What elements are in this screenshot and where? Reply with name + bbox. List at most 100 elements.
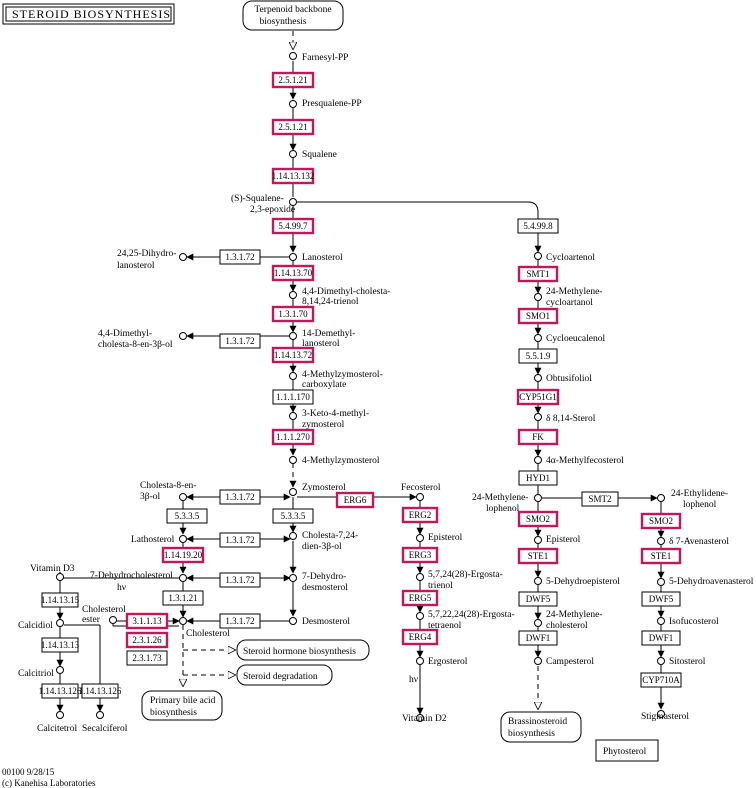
compound-node[interactable] [657,537,665,545]
compound-dimethylcholesta8en-2[interactable]: cholesta-8-en-3β-ol [98,340,173,350]
compound-dihydrolanosterol-1[interactable]: 24,25-Dihydro- [117,249,176,259]
compound-secalciferol[interactable]: Secalciferol [82,723,128,734]
compound-demethyllanosterol-2[interactable]: lanosterol [302,339,340,349]
compound-cycloartenol[interactable]: Cycloartenol [546,253,595,263]
compound-node[interactable] [289,488,297,496]
compound-vitamin-d3[interactable]: Vitamin D3 [30,564,75,574]
enzyme-box-1-3-1-72[interactable]: 1.3.1.72 [219,532,261,548]
enzyme-box-5-4-99-7[interactable]: 5.4.99.7 [271,217,315,235]
compound-farnesyl-pp[interactable]: Farnesyl-PP [302,53,348,63]
compound-node[interactable] [289,532,297,540]
compound-cholesterol-ester-2[interactable]: ester [82,615,101,625]
enzyme-box-ste1[interactable]: STE1 [517,547,559,565]
compound-dimethylcholestatrienol-1[interactable]: 4,4-Dimethyl-cholesta- [302,287,390,297]
compound-avenasterol[interactable]: δ 7-Avenasterol [669,537,729,547]
compound-node[interactable] [657,657,665,665]
compound-sitosterol[interactable]: Sitosterol [669,657,706,667]
compound-squalene-epoxide-1[interactable]: (S)-Squalene- [231,193,284,204]
compound-cholesta724-2[interactable]: dien-3β-ol [302,542,342,552]
compound-calcidiol[interactable]: Calcidiol [18,621,53,631]
compound-node[interactable] [657,617,665,625]
compound-methylzymosterol-carboxylate-2[interactable]: carboxylate [302,380,346,390]
compound-node[interactable] [179,574,187,582]
compound-ergostatrienol-2[interactable]: trienol [428,581,453,591]
compound-node[interactable] [179,493,187,501]
compound-desmosterol[interactable]: Desmosterol [302,617,350,627]
compound-ergostatetraenol-1[interactable]: 5,7,22,24(28)-Ergosta- [428,609,515,620]
compound-node[interactable] [416,493,424,501]
compound-node[interactable] [56,619,64,627]
compound-node[interactable] [289,198,297,206]
compound-node[interactable] [56,666,64,674]
compound-stigmasterol[interactable]: Stigmasterol [641,712,689,722]
map-link-bile-acid[interactable]: Primary bile acid biosynthesis [141,690,223,721]
compound-keto-methylzymosterol-1[interactable]: 3-Keto-4-methyl- [302,409,369,419]
compound-node[interactable] [657,578,665,586]
enzyme-box-2-5-1-21[interactable]: 2.5.1.21 [271,118,315,136]
enzyme-box-erg5[interactable]: ERG5 [401,589,439,607]
compound-squalene-epoxide-2[interactable]: 2,3-epoxide [250,205,295,215]
compound-calcitetrol[interactable]: Calcitetrol [37,724,77,734]
enzyme-box-1-3-1-72[interactable]: 1.3.1.72 [219,249,261,265]
compound-node[interactable] [179,253,187,261]
compound-episterol[interactable]: Episterol [428,533,463,543]
compound-vitamin-d2[interactable]: Vitamin D2 [402,714,447,724]
compound-node[interactable] [289,617,297,625]
compound-node[interactable] [416,573,424,581]
compound-node[interactable] [534,456,542,464]
compound-methylzymosterol[interactable]: 4-Methylzymosterol [302,456,380,466]
compound-node[interactable] [289,574,297,582]
compound-node[interactable] [534,252,542,260]
compound-node[interactable] [534,619,542,627]
enzyme-box-1-3-1-72[interactable]: 1.3.1.72 [219,613,261,629]
compound-ergostatrienol-1[interactable]: 5,7,24(28)-Ergosta- [428,569,503,580]
compound-keto-methylzymosterol-2[interactable]: zymosterol [302,420,345,430]
compound-cholesterol[interactable]: Cholesterol [186,629,230,639]
compound-dehydrodesmosterol-2[interactable]: desmosterol [302,583,348,593]
compound-node[interactable] [534,334,542,342]
map-link-steroid-hormone[interactable]: Steroid hormone biosynthesis [236,639,370,661]
compound-lanosterol[interactable]: Lanosterol [302,253,343,263]
enzyme-box-erg4[interactable]: ERG4 [401,628,439,646]
enzyme-box-2-3-1-73[interactable]: 2.3.1.73 [126,650,168,666]
compound-methylenelophenol-1[interactable]: 24-Methylene- [472,493,528,503]
compound-node[interactable] [289,412,297,420]
compound-node[interactable] [96,711,104,719]
enzyme-box-1-14-13-13[interactable]: 1.14.13.13 [41,637,80,653]
compound-dehydroepisterol[interactable]: 5-Dehydroepisterol [546,577,620,587]
enzyme-box-smo2[interactable]: SMO2 [517,510,559,528]
compound-ergostatetraenol-2[interactable]: tetraenol [428,621,462,631]
compound-dimethylcholestatrienol-2[interactable]: 8,14,24-trienol [302,297,359,307]
enzyme-box-1-14-13-126[interactable]: 1.14.13.126 [39,683,82,699]
compound-isofucosterol[interactable]: Isofucosterol [669,616,719,627]
compound-cholesterol-ester-1[interactable]: Cholesterol [82,605,126,615]
enzyme-box-1-14-13-132[interactable]: 1.14.13.132 [272,167,315,185]
compound-node[interactable] [56,711,64,719]
enzyme-box-1-1-1-270[interactable]: 1.1.1.270 [271,428,315,446]
enzyme-box-smo2[interactable]: SMO2 [640,512,682,530]
compound-fecosterol[interactable]: Fecosterol [401,483,441,493]
compound-node[interactable] [416,657,424,665]
enzyme-box-hyd1[interactable]: HYD1 [518,470,558,486]
enzyme-box-dwf1[interactable]: DWF1 [641,630,681,646]
compound-dihydrolanosterol-2[interactable]: lanosterol [117,261,155,271]
compound-cholesta8en-2[interactable]: 3β-ol [140,492,160,502]
enzyme-box-ste1[interactable]: STE1 [640,547,682,565]
compound-node[interactable] [56,573,64,581]
enzyme-box-1-3-1-72[interactable]: 1.3.1.72 [219,572,261,588]
compound-methylfecosterol[interactable]: 4α-Methylfecosterol [546,455,624,466]
compound-dehydroavenasterol[interactable]: 5-Dehydroavenasterol [669,577,754,587]
compound-lathosterol[interactable]: Lathosterol [131,535,175,545]
compound-node[interactable] [534,577,542,585]
compound-dimethylcholesta8en-1[interactable]: 4,4-Dimethyl- [98,329,152,339]
compound-node[interactable] [179,332,187,340]
compound-demethyllanosterol-1[interactable]: 14-Demethyl- [302,329,355,339]
compound-ethylidenelophenol-2[interactable]: lophenol [683,500,717,510]
enzyme-box-1-3-1-21[interactable]: 1.3.1.21 [162,590,204,606]
compound-presqualene-pp[interactable]: Presqualene-PP [302,99,362,109]
compound-node[interactable] [534,536,542,544]
enzyme-boxes[interactable]: 2.5.1.212.5.1.211.14.13.1325.4.99.71.14.… [39,71,682,699]
compound-node[interactable] [657,710,665,718]
enzyme-box-5-5-1-9[interactable]: 5.5.1.9 [518,348,558,364]
compound-ethylidenelophenol-1[interactable]: 24-Ethylidene- [671,489,728,499]
